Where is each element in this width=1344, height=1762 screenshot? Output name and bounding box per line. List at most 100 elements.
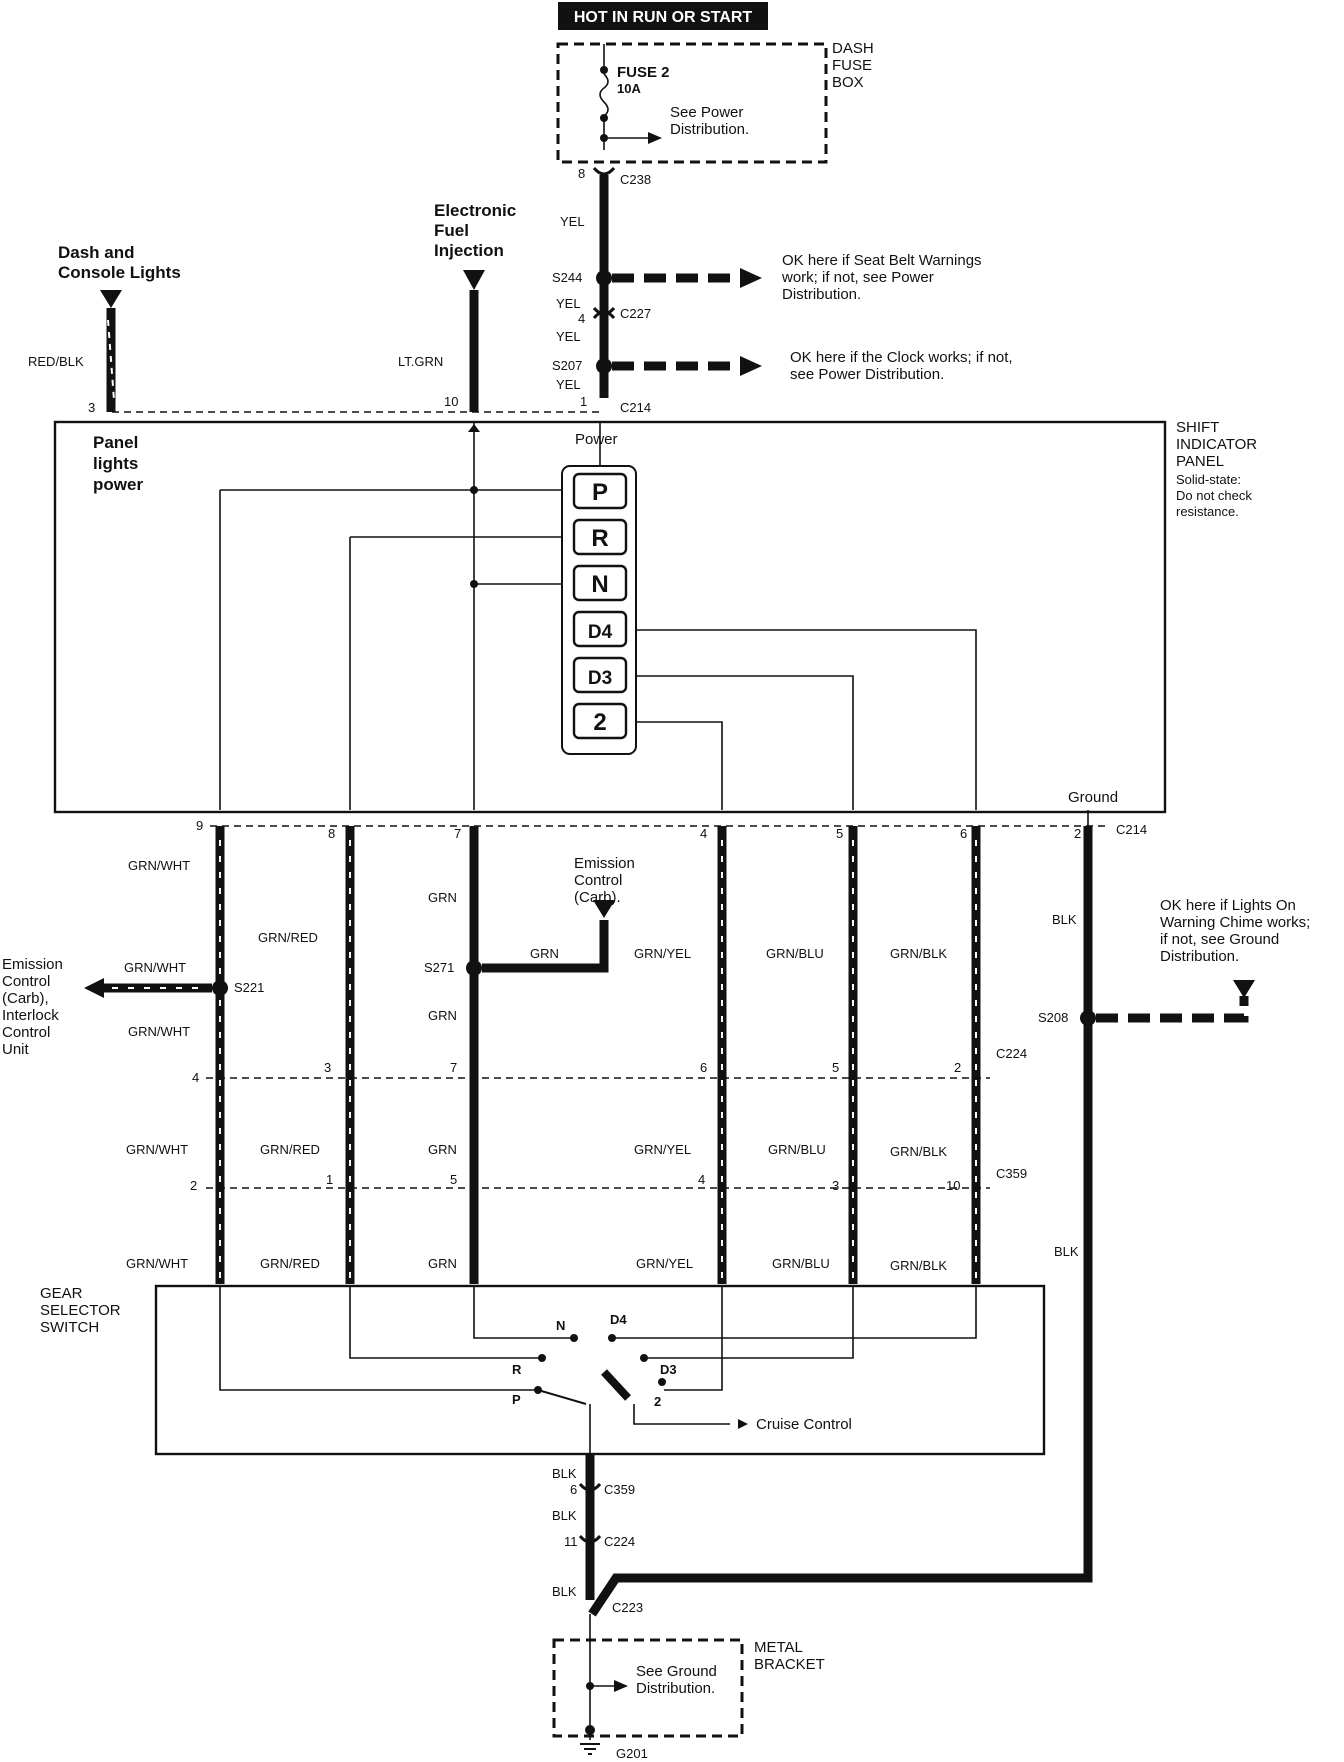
efi-title-2: Fuel bbox=[434, 221, 469, 240]
s244-arrow bbox=[740, 268, 762, 288]
panel-power-arrow bbox=[468, 424, 480, 432]
grn-label-branch: GRN bbox=[530, 946, 559, 961]
c224-pin-6: 6 bbox=[700, 1060, 707, 1075]
grn-wht-label-3: GRN/WHT bbox=[126, 1142, 188, 1157]
c224-pin-5: 5 bbox=[832, 1060, 839, 1075]
c359-pin-5: 5 bbox=[450, 1172, 457, 1187]
emission-left-title-6: Unit bbox=[2, 1041, 30, 1058]
switch-pos-d3: D3 bbox=[660, 1362, 677, 1377]
shift-panel-subtitle-2: Do not check bbox=[1176, 488, 1252, 503]
dash-lights-arrow bbox=[100, 290, 122, 308]
c214-pin-4: 4 bbox=[700, 826, 707, 841]
grn-wht-label-4: GRN/WHT bbox=[126, 1256, 188, 1271]
dash-lights-title: Dash and bbox=[58, 243, 135, 262]
blk-label-1: BLK bbox=[552, 1466, 577, 1481]
n-lamp-junction bbox=[470, 580, 478, 588]
d4-lamp-wire bbox=[634, 629, 977, 810]
g201-point bbox=[585, 1725, 595, 1735]
c214-pin-6: 6 bbox=[960, 826, 967, 841]
dash-lights-title-2: Console Lights bbox=[58, 263, 181, 282]
svg-text:D3: D3 bbox=[588, 668, 612, 689]
c224-pin-11: 11 bbox=[564, 1534, 578, 1549]
c224-ground-connector bbox=[578, 1534, 602, 1544]
p-lamp-junction bbox=[470, 486, 478, 494]
yel-label-1: YEL bbox=[560, 214, 585, 229]
c224-label: C224 bbox=[996, 1046, 1027, 1061]
c214-label-top: C214 bbox=[620, 400, 651, 415]
header-banner-text: HOT IN RUN OR START bbox=[574, 9, 753, 26]
fuse-terminal-top bbox=[600, 66, 608, 74]
seatbelt-note-2: work; if not, see Power bbox=[781, 269, 934, 286]
c238-label: C238 bbox=[620, 172, 651, 187]
red-blk-label: RED/BLK bbox=[28, 354, 84, 369]
seatbelt-note: OK here if Seat Belt Warnings bbox=[782, 252, 982, 269]
power-distribution-arrow bbox=[648, 132, 662, 144]
header-banner bbox=[558, 2, 768, 30]
lights-note-4: Distribution. bbox=[1160, 948, 1239, 965]
efi-arrow bbox=[463, 270, 485, 290]
switch-pos-n: N bbox=[556, 1318, 565, 1333]
yel-label-3: YEL bbox=[556, 329, 581, 344]
c238-pin: 8 bbox=[578, 166, 585, 181]
dash-fuse-box-title-2: FUSE bbox=[832, 57, 872, 74]
c214-pin-8: 8 bbox=[328, 826, 335, 841]
switch-contact-d3 bbox=[640, 1354, 648, 1362]
s208-label: S208 bbox=[1038, 1010, 1068, 1025]
blk-label-2: BLK bbox=[552, 1508, 577, 1523]
grn-blk-label-1: GRN/BLK bbox=[890, 946, 947, 961]
cruise-arrow bbox=[738, 1419, 748, 1429]
dash-fuse-box-title: DASH bbox=[832, 40, 874, 57]
gear-switch-title: GEAR bbox=[40, 1285, 83, 1302]
c214-pin-9: 9 bbox=[196, 818, 203, 833]
g201-label: G201 bbox=[616, 1746, 648, 1761]
c224-ground-label: C224 bbox=[604, 1534, 635, 1549]
blk-label-3: BLK bbox=[552, 1584, 577, 1599]
s244-splice bbox=[596, 270, 612, 286]
switch-d3-path bbox=[644, 1286, 854, 1359]
c359-pin-3: 3 bbox=[832, 1178, 839, 1193]
grn-wht-label-branch: GRN/WHT bbox=[124, 960, 186, 975]
gear-switch-title-2: SELECTOR bbox=[40, 1302, 121, 1319]
panel-lights-label-2: lights bbox=[93, 454, 138, 473]
grn-blk-label-3: GRN/BLK bbox=[890, 1258, 947, 1273]
c224-pin-3: 3 bbox=[324, 1060, 331, 1075]
metal-bracket bbox=[552, 1638, 744, 1738]
grn-label-4: GRN bbox=[428, 1256, 457, 1271]
gear-selector-switch bbox=[154, 1284, 1046, 1456]
metal-bracket-title: METAL bbox=[754, 1639, 803, 1656]
shift-panel-title-2: INDICATOR bbox=[1176, 436, 1257, 453]
grn-red-label-3: GRN/RED bbox=[260, 1256, 320, 1271]
switch-pos-r: R bbox=[512, 1362, 522, 1377]
gear-key-d4: D4 bbox=[572, 610, 628, 648]
c214-pin-10: 10 bbox=[444, 394, 458, 409]
s271-splice bbox=[466, 960, 482, 976]
c359-pin-6: 6 bbox=[570, 1482, 577, 1497]
c224-pin-2: 2 bbox=[954, 1060, 961, 1075]
grn-label-3: GRN bbox=[428, 1142, 457, 1157]
svg-text:N: N bbox=[591, 571, 608, 598]
dash-fuse-box bbox=[556, 42, 828, 164]
lights-note-2: Warning Chime works; bbox=[1160, 914, 1310, 931]
c214-pin-3: 3 bbox=[88, 400, 95, 415]
grn-yel-label-1: GRN/YEL bbox=[634, 946, 691, 961]
blk-label-right-2: BLK bbox=[1054, 1244, 1079, 1259]
s208-arrow bbox=[1233, 980, 1255, 998]
emission-left-title-3: (Carb), bbox=[2, 990, 49, 1007]
s271-branch bbox=[482, 920, 609, 973]
switch-pos-2: 2 bbox=[654, 1394, 661, 1409]
ground-dist-note-2: Distribution. bbox=[636, 1680, 715, 1697]
clock-note-2: see Power Distribution. bbox=[790, 366, 944, 383]
gear-key-2: 2 bbox=[572, 702, 628, 740]
grn-yel-label-2: GRN/YEL bbox=[634, 1142, 691, 1157]
dash-fuse-box-title-3: BOX bbox=[832, 74, 864, 91]
emission-top-title-3: (Carb). bbox=[574, 889, 621, 906]
blk-label-right-1: BLK bbox=[1052, 912, 1077, 927]
gear-key-d3: D3 bbox=[572, 656, 628, 694]
gear-key-r: R bbox=[572, 518, 628, 556]
red-blk-stripe bbox=[107, 319, 115, 401]
switch-2-path bbox=[664, 1286, 723, 1391]
c214-pin-2: 2 bbox=[1074, 826, 1081, 841]
shift-panel-subtitle: Solid-state: bbox=[1176, 472, 1241, 487]
c359-ground-label: C359 bbox=[604, 1482, 635, 1497]
s271-label: S271 bbox=[424, 960, 454, 975]
